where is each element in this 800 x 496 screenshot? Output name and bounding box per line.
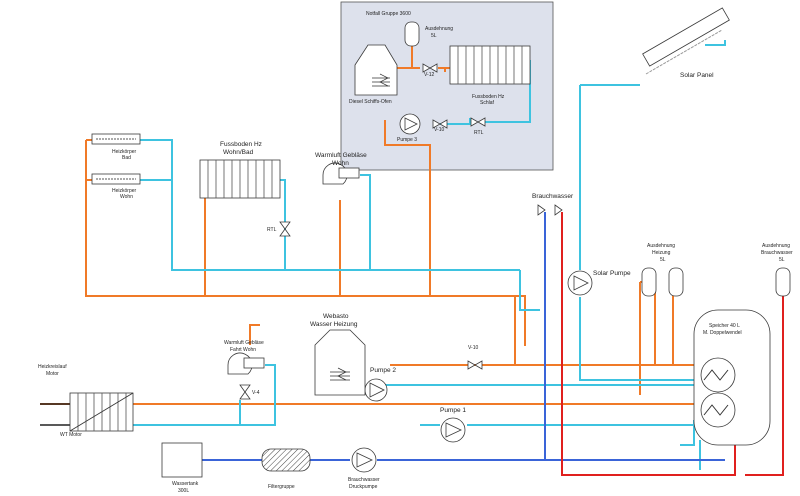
label-warmluft-wohn-1: Warmluft Gebläse	[315, 152, 367, 159]
label-v10-mid: V-10	[468, 345, 479, 351]
wassertank	[161, 442, 203, 478]
label-ausdehnung-brauch-3: 5L	[779, 257, 785, 263]
label-solar-panel: Solar Panel	[680, 72, 714, 79]
label-warmluft-fahrt-2: Fahrt Wohn	[230, 347, 256, 353]
webasto-heater	[314, 329, 366, 396]
label-notfall-gruppe: Notfall Gruppe 3600	[366, 11, 411, 17]
filtergruppe	[261, 448, 311, 472]
label-ausdehnung-heizung-3: 5L	[660, 257, 666, 263]
label-druckpumpe-2: Druckpumpe	[349, 484, 378, 490]
label-heizkreislauf-2: Motor	[46, 371, 59, 377]
pumpe-3	[399, 113, 421, 135]
pumpe-2	[364, 378, 388, 402]
valves	[239, 63, 563, 400]
label-filtergruppe: Filtergruppe	[268, 484, 295, 490]
solar-panel	[642, 7, 730, 75]
ausdehnung-heizung-right	[668, 267, 684, 297]
label-pumpe1: Pumpe 1	[440, 407, 466, 414]
label-warmluft-fahrt-1: Warmluft Gebläse	[224, 340, 264, 346]
label-wassertank-2: 300L	[178, 488, 189, 494]
floor-heating-wohn	[199, 159, 281, 199]
label-speicher-2: M. Doppelwendel	[703, 330, 742, 336]
label-fussboden-wohn-1: Fussboden Hz	[220, 141, 262, 148]
hot-tap-pipes	[561, 212, 784, 476]
label-heizkoerper-bad-2: Bad	[122, 155, 131, 161]
radiator-bad	[91, 133, 141, 145]
label-druckpumpe-1: Brauchwasser	[348, 477, 380, 483]
solar-pumpe	[567, 270, 593, 296]
label-webasto-2: Wasser Heizung	[310, 321, 358, 328]
label-brauchwasser: Brauchwasser	[532, 193, 574, 200]
radiator-wohn	[91, 173, 141, 185]
ausdehnung-heizung-left	[641, 267, 657, 297]
floor-heating-schlaf	[449, 45, 531, 85]
warmluft-wohn	[322, 162, 360, 185]
label-ausdehnung-top-1: Ausdehnung	[425, 26, 453, 32]
label-heizkoerper-bad-1: Heizkörper	[112, 149, 137, 155]
speicher-tank	[693, 309, 771, 446]
warmluft-fahrt	[227, 352, 265, 375]
druckpumpe	[351, 447, 377, 473]
label-v10-top: V-10	[434, 127, 445, 133]
labels: Notfall Gruppe 3600 Ausdehnung 5L Diesel…	[38, 11, 793, 494]
label-webasto-1: Webasto	[323, 313, 349, 320]
fresh-water-pipes	[200, 212, 725, 461]
ausdehnung-brauchwasser	[775, 267, 791, 297]
label-ausdehnung-top-2: 5L	[431, 33, 437, 39]
label-wt-motor: WT Motor	[60, 432, 82, 438]
label-pumpe3: Pumpe 3	[397, 137, 417, 143]
label-speicher-1: Speicher 40 L	[709, 323, 740, 329]
label-rtl-mid: RTL	[267, 227, 277, 233]
label-fussboden-wohn-2: Wohn/Bad	[223, 149, 254, 156]
label-ausdehnung-heizung-2: Heizung	[652, 250, 671, 256]
label-heizkoerper-wohn-1: Heizkörper	[112, 188, 137, 194]
label-pumpe2: Pumpe 2	[370, 367, 396, 374]
wt-motor	[69, 392, 134, 432]
label-ausdehnung-brauch-1: Ausdehnung	[762, 243, 790, 249]
label-heizkoerper-wohn-2: Wohn	[120, 194, 133, 200]
label-heizkreislauf-1: Heizkreislauf	[38, 364, 67, 370]
label-ausdehnung-brauch-2: Brauchwasser	[761, 250, 793, 256]
label-v12: V-12	[424, 72, 435, 78]
label-ausdehnung-heizung-1: Ausdehnung	[647, 243, 675, 249]
expansion-vessel-top	[404, 21, 420, 47]
label-v4: V-4	[252, 390, 260, 396]
label-warmluft-wohn-2: Wohn	[332, 160, 349, 167]
label-diesel-ofen: Diesel Schiffs-Ofen	[349, 99, 392, 105]
diesel-stove	[354, 44, 398, 96]
label-fussboden-schlaf-2: Schlaf	[480, 100, 495, 106]
pumpe-1	[440, 417, 466, 443]
label-fussboden-schlaf-1: Fussboden Hz	[472, 94, 505, 100]
label-wassertank-1: Wassertank	[172, 481, 199, 487]
label-solar-pumpe: Solar Pumpe	[593, 270, 631, 277]
label-rtl-top: RTL	[474, 130, 484, 136]
